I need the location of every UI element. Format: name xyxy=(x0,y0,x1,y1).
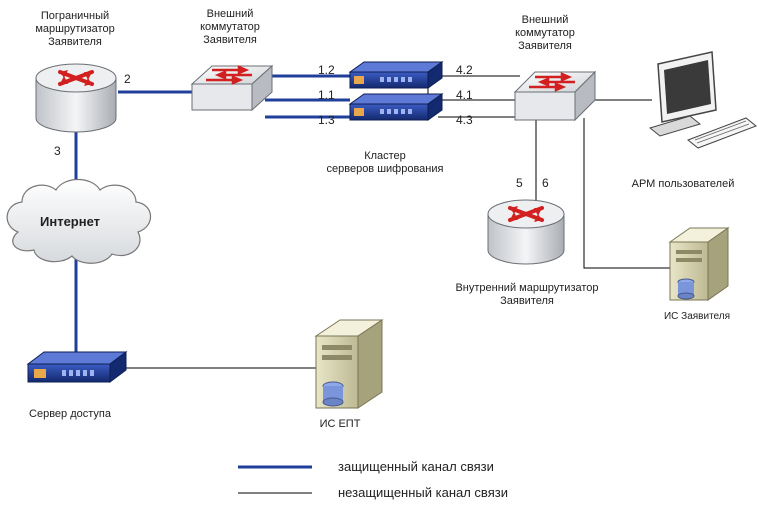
right-switch-label-line-1: Внешний xyxy=(521,14,569,26)
cluster-icon xyxy=(348,61,444,121)
port-4-3-label: 4.3 xyxy=(456,113,473,127)
is-applicant-server-icon xyxy=(668,227,730,301)
port-2-label: 2 xyxy=(124,72,131,86)
left-switch-label: Внешний коммутатор Заявителя xyxy=(180,8,280,47)
internet-cloud-icon xyxy=(6,178,152,264)
access-server-label: Сервер доступа xyxy=(29,408,111,420)
port-4-2-label: 4.2 xyxy=(456,63,473,77)
port-1-1-label: 1.1 xyxy=(318,88,335,102)
internal-router-label: Внутренний маршрутизатор Заявителя xyxy=(442,282,612,308)
port-6-label: 6 xyxy=(542,176,549,190)
right-switch-label: Внешний коммутатор Заявителя xyxy=(495,14,595,53)
left-switch-label-line-1: Внешний xyxy=(206,8,254,20)
workstation-label: АРМ пользователей xyxy=(631,178,735,190)
link-switch-to-is-applicant xyxy=(583,118,672,269)
port-4-1-label: 4.1 xyxy=(456,88,473,102)
port-1-3-label: 1.3 xyxy=(318,113,335,127)
cluster-label-line-2: серверов шифрования xyxy=(326,163,444,175)
internal-router-label-line-1: Внутренний маршрутизатор xyxy=(455,282,599,294)
port-1-2-label: 1.2 xyxy=(318,63,335,77)
access-server-icon xyxy=(26,351,128,383)
cluster-label-line-1: Кластер xyxy=(364,150,406,162)
internal-router-label-line-2: Заявителя xyxy=(500,295,554,307)
border-router-icon xyxy=(35,63,117,133)
internal-router-icon xyxy=(487,199,565,265)
right-switch-label-line-3: Заявителя xyxy=(518,40,572,52)
is-ept-server-icon xyxy=(314,319,384,409)
port-3-label: 3 xyxy=(54,144,61,158)
border-router-label: Пограничный маршрутизатор Заявителя xyxy=(20,10,130,49)
cluster-label: Кластер серверов шифрования xyxy=(320,150,450,176)
left-switch-label-line-3: Заявителя xyxy=(203,34,257,46)
left-switch-icon xyxy=(190,64,274,112)
workstation-icon xyxy=(648,51,757,149)
secure-links xyxy=(74,74,350,352)
left-switch-label-line-2: коммутатор xyxy=(200,21,260,33)
right-switch-icon xyxy=(513,70,597,122)
border-router-label-line-2: маршрутизатор xyxy=(35,23,115,35)
port-5-label: 5 xyxy=(516,176,523,190)
legend-secure-label: защищенный канал связи xyxy=(338,459,494,474)
legend-insecure-label: незащищенный канал связи xyxy=(338,485,508,500)
internet-label: Интернет xyxy=(40,214,101,229)
right-switch-label-line-2: коммутатор xyxy=(515,27,575,39)
border-router-label-line-1: Пограничный xyxy=(40,10,110,22)
is-ept-label: ИС ЕПТ xyxy=(319,418,361,430)
border-router-label-line-3: Заявителя xyxy=(48,36,102,48)
is-applicant-label: ИС Заявителя xyxy=(663,311,731,322)
